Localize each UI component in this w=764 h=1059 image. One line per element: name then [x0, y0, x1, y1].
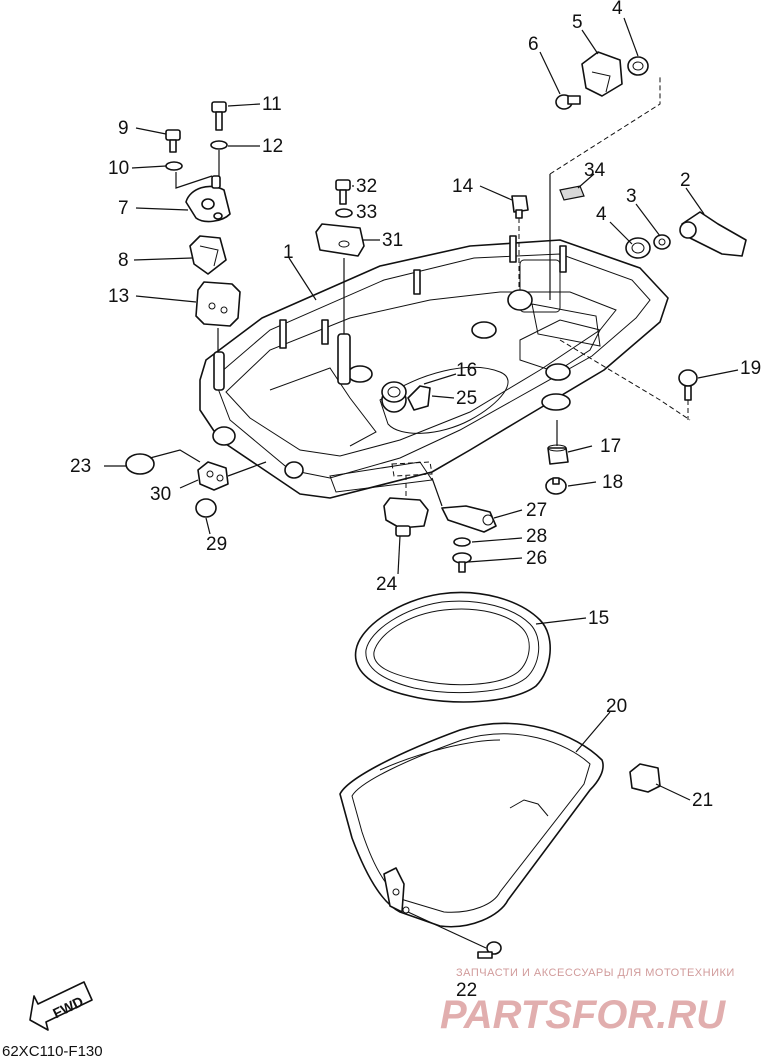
bolt-11: [211, 101, 227, 131]
washer-10: [165, 161, 183, 171]
bolt-6: [555, 94, 581, 110]
callout-2: 2: [680, 170, 691, 191]
callout-19: 19: [740, 358, 761, 379]
callout-8: 8: [118, 250, 129, 271]
callout-13: 13: [108, 286, 129, 307]
callout-5: 5: [572, 12, 583, 33]
lever-2: [679, 211, 747, 257]
callout-6: 6: [528, 34, 539, 55]
fwd-arrow: FWD: [29, 981, 93, 1031]
washer-33: [335, 208, 353, 218]
callout-1: 1: [283, 242, 294, 263]
bracket-25: [407, 385, 431, 411]
bracket-7: [185, 175, 231, 223]
callout-12: 12: [262, 136, 283, 157]
callout-numbers: 1 2 3 4 4 5 6 7 8 9 10 11 12 13 14 15 16…: [70, 0, 761, 1001]
callout-27: 27: [526, 500, 547, 521]
watermark-brand: PARTSFOR.RU: [440, 993, 726, 1037]
callout-26: 26: [526, 548, 547, 569]
callout-4b: 4: [596, 204, 607, 225]
callout-25: 25: [456, 388, 477, 409]
plate-34: [559, 185, 585, 201]
seal-24: [383, 497, 429, 537]
grommet-17: [547, 444, 569, 465]
bolt-32: [335, 179, 351, 205]
callout-23: 23: [70, 456, 91, 477]
callout-7: 7: [118, 198, 129, 219]
plug-23: [125, 453, 155, 475]
grommet-4-top: [627, 56, 649, 76]
callout-3: 3: [626, 186, 637, 207]
washer-28: [453, 537, 471, 547]
screw-26: [452, 552, 472, 573]
pad-31: [315, 223, 365, 257]
callout-22: 22: [456, 980, 477, 1001]
callout-9: 9: [118, 118, 129, 139]
callout-15: 15: [588, 608, 609, 629]
drawing-code: 62XC110-F130: [2, 1043, 103, 1059]
bracket-27: [441, 505, 497, 533]
callout-24: 24: [376, 574, 398, 595]
screw-22: [477, 941, 502, 959]
callout-4a: 4: [612, 0, 623, 19]
callout-28: 28: [526, 526, 547, 547]
callout-17: 17: [600, 436, 621, 457]
callout-33: 33: [356, 202, 377, 223]
bracket-5: [581, 51, 623, 97]
callout-16: 16: [456, 360, 477, 381]
washer-3: [653, 234, 671, 250]
watermark-caption: ЗАПЧАСТИ И АКСЕССУАРЫ ДЛЯ МОТОТЕХНИКИ: [456, 967, 735, 979]
screw-18: [545, 477, 567, 495]
callout-30: 30: [150, 484, 171, 505]
grommet-4: [625, 237, 651, 259]
screw-19: [678, 369, 698, 401]
callout-11: 11: [262, 94, 282, 115]
callout-31: 31: [382, 230, 403, 251]
plug-29: [195, 498, 217, 518]
callout-leaders: [104, 17, 739, 801]
bolt-9: [165, 129, 181, 153]
washer-12: [210, 140, 228, 150]
callout-18: 18: [602, 472, 623, 493]
callout-21: 21: [692, 790, 713, 811]
seal-15: [354, 591, 551, 703]
grommet-16: [381, 381, 407, 403]
callout-34: 34: [584, 160, 606, 181]
grommet-14: [511, 195, 529, 219]
grommet-13: [195, 281, 241, 327]
bottom-cowling: [199, 235, 669, 499]
grommet-30: [197, 461, 229, 491]
watermark: ЗАПЧАСТИ И АКСЕССУАРЫ ДЛЯ МОТОТЕХНИКИ PA…: [440, 967, 735, 1037]
cover-20: [339, 722, 604, 928]
clip-8: [189, 235, 227, 275]
clip-21: [629, 763, 661, 793]
callout-29: 29: [206, 534, 227, 555]
callout-32: 32: [356, 176, 377, 197]
callout-14: 14: [452, 176, 474, 197]
callout-20: 20: [606, 696, 627, 717]
callout-10: 10: [108, 158, 129, 179]
